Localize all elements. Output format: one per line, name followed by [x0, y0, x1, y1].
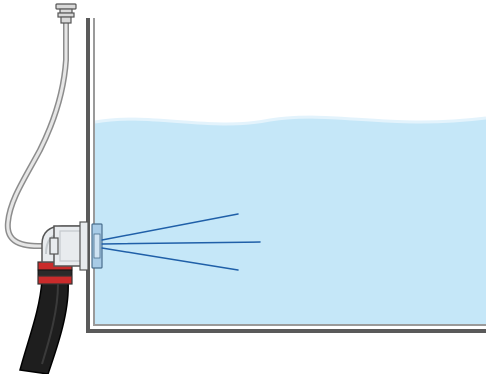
supply-hose-icon: [19, 279, 69, 375]
water-body: [95, 117, 486, 324]
water-surface-highlight: [94, 115, 486, 126]
tank-wall-inner: [93, 18, 486, 326]
jet-stream-middle: [101, 241, 261, 245]
tank-wall-outer: [86, 18, 486, 333]
air-valve-cap-icon: [55, 3, 77, 24]
jet-nozzle-icon: [79, 221, 103, 271]
air-line-tube-core: [6, 20, 68, 248]
jet-stream-lower: [101, 247, 239, 271]
air-line-tube-icon: [4, 19, 69, 249]
jet-stream-upper: [101, 213, 239, 241]
water-jet-streams-icon: [101, 213, 261, 271]
